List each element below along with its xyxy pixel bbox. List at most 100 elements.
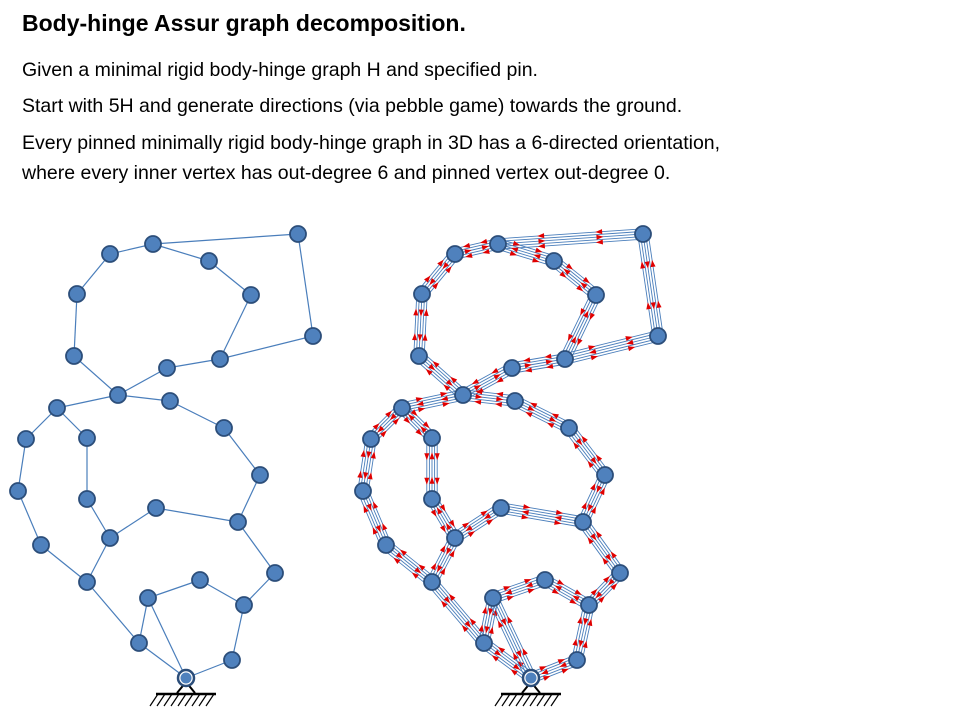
direction-arrow-icon <box>537 243 546 249</box>
direction-arrow-icon <box>422 333 428 341</box>
direction-arrow-icon <box>644 261 650 269</box>
multi-edge-bundle <box>382 540 436 587</box>
direction-arrow-icon <box>525 411 533 418</box>
direction-arrow-icon <box>432 361 440 368</box>
direction-arrow-icon <box>366 451 372 459</box>
body-vertex <box>235 596 253 614</box>
multi-edge-bundle <box>415 351 467 400</box>
direction-arrow-icon <box>541 669 549 675</box>
direction-arrow-icon <box>439 504 446 512</box>
multi-edge-bundle <box>571 603 595 662</box>
body-vertex <box>68 285 86 303</box>
direction-arrow-icon <box>360 449 366 458</box>
direction-arrow-icon <box>432 282 439 290</box>
direction-arrow-icon <box>578 640 584 648</box>
hinge-edge <box>223 427 261 476</box>
direction-arrow-icon <box>424 275 431 283</box>
slide-title: Body-hinge Assur graph decomposition. <box>22 10 466 36</box>
direction-arrow-icon <box>418 564 426 571</box>
direction-arrow-icon <box>527 405 535 411</box>
direction-arrow-icon <box>587 460 594 468</box>
direction-arrow-icon <box>529 402 538 409</box>
body-vertex <box>215 419 233 437</box>
direction-arrow-icon <box>467 531 475 538</box>
body-vertex <box>446 529 464 547</box>
direction-arrow-icon <box>469 618 477 626</box>
direction-arrow-icon <box>556 579 565 585</box>
multi-edge-bundle <box>559 292 602 362</box>
direction-arrow-icon <box>462 522 470 529</box>
direction-arrow-icon <box>650 259 656 268</box>
direction-arrow-icon <box>370 451 376 459</box>
direction-arrow-icon <box>414 567 422 574</box>
direction-arrow-icon <box>403 416 411 424</box>
direction-arrow-icon <box>496 391 504 397</box>
direction-arrow-icon <box>496 396 504 402</box>
direction-arrow-icon <box>424 477 430 485</box>
direction-arrow-icon <box>375 525 381 533</box>
direction-arrow-icon <box>574 589 582 595</box>
direction-arrow-icon <box>595 454 603 462</box>
direction-arrow-icon <box>544 353 552 359</box>
body-vertex <box>147 499 165 517</box>
direction-arrow-icon <box>598 596 605 603</box>
direction-arrow-icon <box>366 503 372 511</box>
body-vertex <box>229 513 247 531</box>
ground-pin-support <box>494 680 561 707</box>
multi-edge-bundle <box>563 330 660 365</box>
direction-arrow-icon <box>483 513 492 520</box>
direction-arrow-icon <box>507 616 513 624</box>
direction-arrow-icon <box>473 384 482 391</box>
body-vertex <box>410 347 428 365</box>
hinge-edge <box>56 394 119 409</box>
direction-arrow-icon <box>546 363 554 369</box>
hinge-edge <box>109 507 157 539</box>
direction-arrow-icon <box>650 302 656 310</box>
direction-arrow-icon <box>481 245 489 251</box>
direction-arrow-icon <box>418 309 424 317</box>
direction-arrow-icon <box>496 377 504 383</box>
direction-arrow-icon <box>491 655 499 662</box>
direction-arrow-icon <box>367 472 373 480</box>
body-vertex <box>489 235 507 253</box>
direction-arrow-icon <box>589 348 597 354</box>
direction-arrow-icon <box>625 336 633 341</box>
direction-arrow-icon <box>461 625 469 632</box>
direction-arrow-icon <box>488 608 494 616</box>
vertices <box>354 225 667 688</box>
direction-arrow-icon <box>572 638 578 646</box>
direction-arrow-icon <box>425 368 433 376</box>
direction-arrow-icon <box>363 505 369 513</box>
direction-arrow-icon <box>465 525 473 532</box>
direction-arrow-icon <box>429 452 435 460</box>
body-vertex <box>9 482 27 500</box>
multi-edge-bundle <box>564 424 610 479</box>
multi-edge-bundle <box>491 574 547 604</box>
body-vertex <box>211 350 229 368</box>
body-vertex <box>304 327 322 345</box>
direction-arrow-icon <box>513 652 519 661</box>
hinge-edge <box>169 400 225 429</box>
direction-arrow-icon <box>428 363 436 371</box>
body-vertex <box>223 651 241 669</box>
direction-arrow-icon <box>445 266 452 274</box>
direction-arrow-icon <box>525 582 534 587</box>
direction-arrow-icon <box>545 359 554 365</box>
hinge-edge <box>155 507 239 523</box>
direction-arrow-icon <box>440 395 449 401</box>
direction-arrow-icon <box>429 278 436 286</box>
direction-arrow-icon <box>596 485 602 493</box>
body-vertex <box>574 513 592 531</box>
body-vertex <box>161 392 179 410</box>
direction-arrow-icon <box>590 533 597 541</box>
direction-arrow-icon <box>372 527 378 535</box>
direction-arrow-icon <box>590 506 597 514</box>
body-vertex <box>580 596 598 614</box>
multi-edge-bundle <box>578 518 625 577</box>
direction-arrow-icon <box>439 545 446 553</box>
body-vertex <box>139 589 157 607</box>
body-vertex <box>266 564 284 582</box>
direction-arrow-icon <box>554 519 562 525</box>
body-vertex <box>200 252 218 270</box>
direction-arrow-icon <box>509 250 518 256</box>
